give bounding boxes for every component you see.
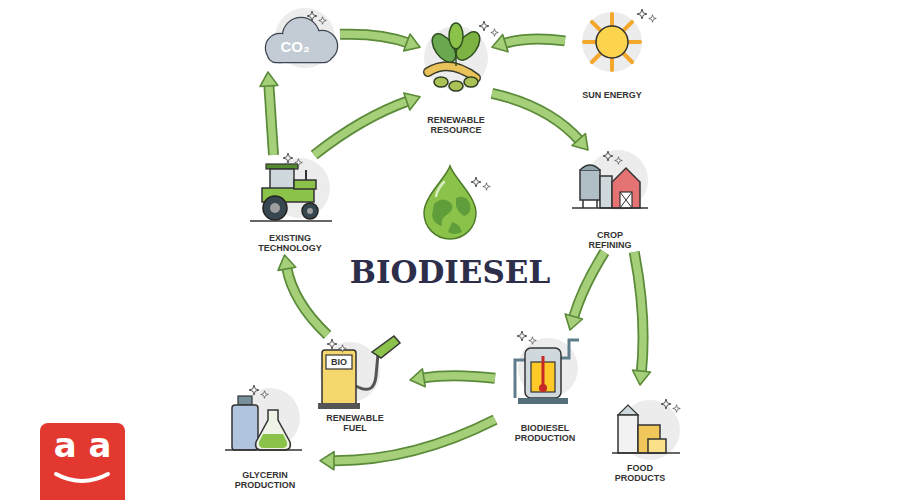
sun-icon (582, 12, 642, 72)
production-node: BIODIESEL PRODUCTION (495, 330, 595, 445)
arrow-head (572, 134, 588, 150)
arrow-shaft (422, 376, 495, 379)
flow-arrow (492, 35, 565, 52)
watermark-logo: a a (40, 422, 125, 468)
arrow-shaft (503, 39, 565, 44)
arrow-head (404, 34, 420, 51)
diagram-title: BIODIESEL (300, 252, 600, 292)
technology-node: EXISTING TECHNOLOGY (235, 155, 345, 255)
fuel-pump-icon (318, 336, 400, 409)
arrow-outline (269, 84, 274, 155)
flow-arrow (410, 369, 495, 387)
pump-label: BIO (326, 355, 352, 369)
arrow-head (565, 314, 582, 330)
food-icon (612, 400, 680, 460)
arrow-head (633, 370, 651, 385)
flow-arrow (633, 252, 651, 385)
food-node: FOOD PRODUCTS (590, 385, 690, 485)
arrow-outline (492, 93, 580, 141)
globe-drop-icon (424, 166, 476, 239)
arrow-head (404, 93, 420, 110)
energy-node: SUN ENERGY (565, 8, 659, 102)
cloud-node: CO₂ (250, 14, 340, 72)
node-label: RENEWABLE FUEL (318, 413, 393, 433)
flow-arrow (260, 72, 278, 155)
arrow-shaft (340, 34, 409, 43)
node-label: SUN ENERGY (567, 90, 657, 100)
tractor-icon (250, 158, 332, 221)
arrow-shaft (492, 93, 580, 141)
arrow-outline (314, 101, 408, 155)
arrow-outline (340, 34, 409, 43)
arrow-head (492, 35, 508, 52)
arrow-outline (422, 376, 495, 379)
node-label: EXISTING TECHNOLOGY (240, 233, 340, 253)
node-label: CO₂ (255, 38, 335, 55)
resource-node: RENEWABLE RESOURCE (420, 22, 492, 137)
arrow-outline (573, 252, 604, 318)
bottles-icon (225, 388, 302, 450)
arrow-shaft (269, 84, 274, 155)
arrow-shaft (314, 101, 408, 155)
plant-icon (424, 23, 488, 91)
flow-arrow (278, 255, 327, 335)
arrow-head (410, 369, 425, 387)
node-label: CROP REFINING (575, 230, 645, 250)
flow-arrow (340, 34, 420, 51)
node-label: BIODIESEL PRODUCTION (500, 423, 590, 443)
arrow-outline (503, 39, 565, 44)
arrow-shaft (573, 252, 604, 318)
flow-arrow (492, 93, 588, 150)
flow-arrow (565, 252, 604, 330)
arrow-outline (287, 267, 328, 335)
arrow-outline (634, 252, 643, 373)
arrow-head (320, 452, 334, 470)
node-label: GLYCERIN PRODUCTION (220, 470, 310, 490)
glycerin-node: GLYCERIN PRODUCTION (210, 380, 320, 492)
reactor-icon (515, 338, 579, 404)
logo-badge (40, 423, 125, 500)
flow-arrow (314, 93, 420, 155)
arrow-head (278, 255, 296, 270)
node-label: RENEWABLE RESOURCE (411, 115, 501, 135)
node-label: FOOD PRODUCTS (608, 463, 672, 483)
silo-barn-icon (572, 150, 648, 210)
arrow-head (260, 72, 278, 87)
arrow-shaft (287, 267, 328, 335)
arrow-shaft (634, 252, 643, 373)
fuel-node: RENEWABLE FUEL (300, 335, 410, 435)
sparkle-marks (249, 9, 680, 412)
refining-node: CROP REFINING (555, 150, 665, 252)
